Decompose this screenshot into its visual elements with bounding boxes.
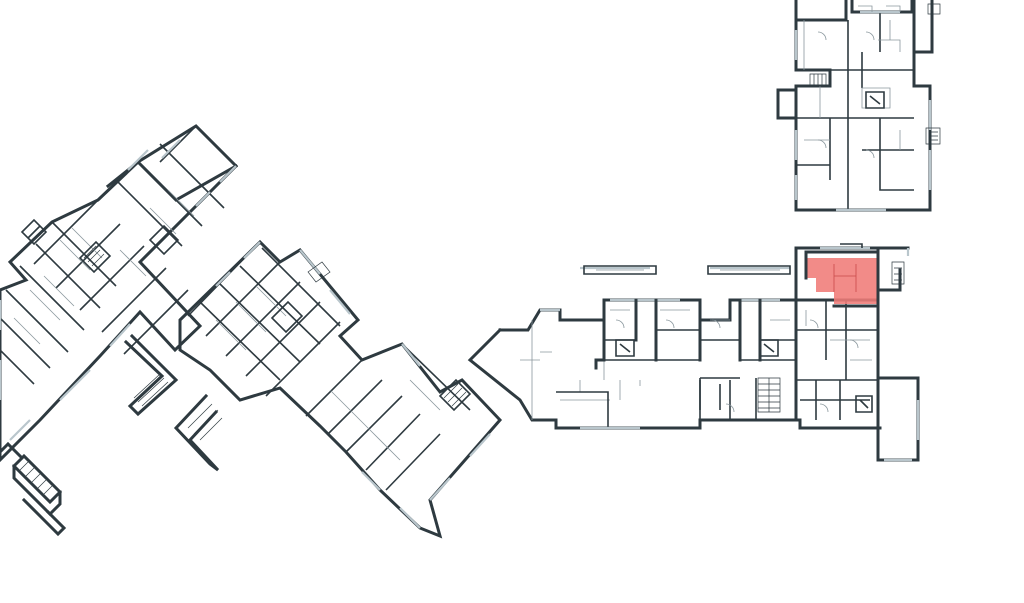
building-block-central-wing [178,239,503,539]
selected-apartment-unit[interactable] [804,250,880,308]
lobby-connector [467,298,882,430]
building-block-northeast [776,0,941,212]
selected-unit-fill[interactable] [806,258,878,304]
ramp-structure-west [0,333,179,537]
building-block-west-wing [0,124,239,463]
door-swings [615,31,875,413]
ramp-structure-central [173,393,223,472]
